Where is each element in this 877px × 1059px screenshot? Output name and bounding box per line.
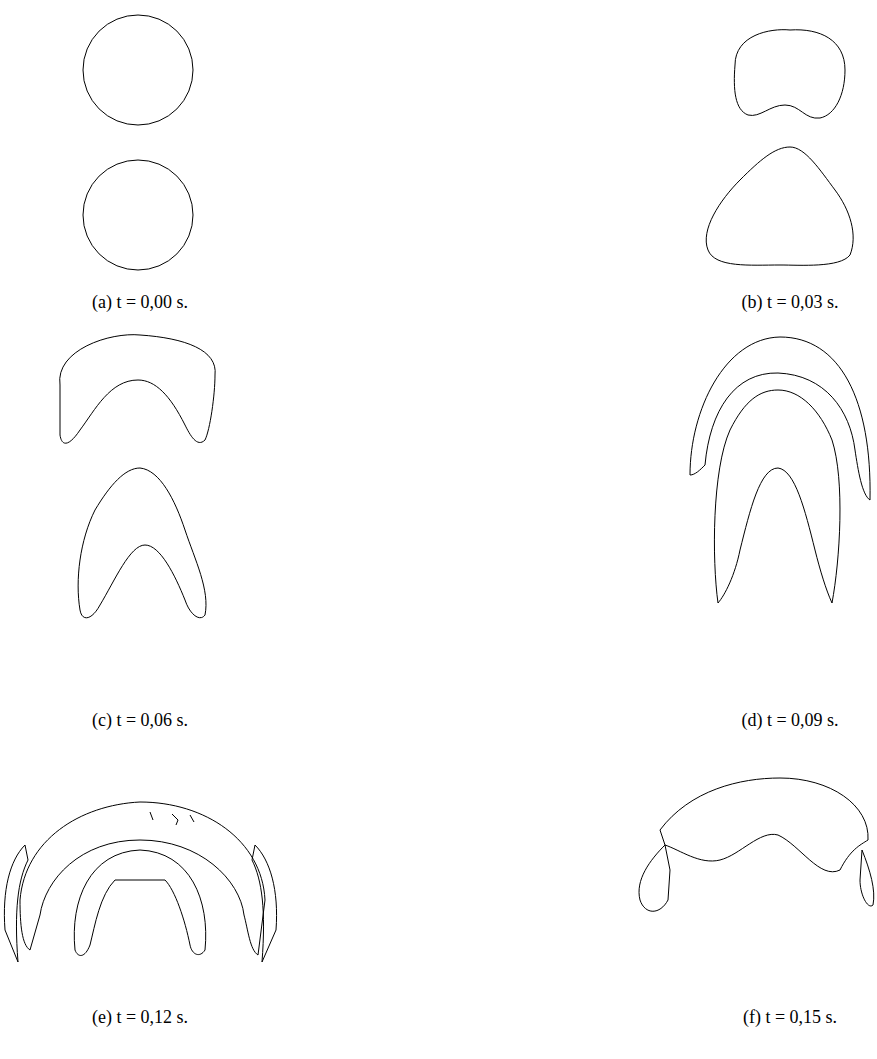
panel-caption: (a) t = 0,00 s.: [92, 292, 188, 313]
drop-outline: [734, 30, 845, 118]
drop-outline: [690, 337, 870, 500]
drop-fragment: [639, 845, 670, 911]
drop-outline: [714, 390, 840, 603]
drop-outline: [83, 160, 193, 270]
drop-fragment: [4, 845, 28, 962]
drop-outline: [78, 468, 206, 618]
panel-caption: (f) t = 0,15 s.: [743, 1007, 837, 1028]
drop-fragment: [860, 850, 874, 906]
drop-outline: [74, 850, 205, 955]
panel-caption: (d) t = 0,09 s.: [741, 710, 838, 731]
panel-caption: (b) t = 0,03 s.: [741, 292, 838, 313]
panel-caption: (c) t = 0,06 s.: [92, 710, 188, 731]
drop-outline: [83, 15, 193, 125]
drop-fragment: [252, 845, 277, 962]
panel-caption: (e) t = 0,12 s.: [92, 1007, 188, 1028]
drop-outline: [20, 802, 265, 955]
drop-outline: [706, 147, 853, 265]
drop-fragment: [150, 812, 194, 825]
drop-outline: [660, 778, 868, 872]
drop-outline: [60, 335, 216, 444]
